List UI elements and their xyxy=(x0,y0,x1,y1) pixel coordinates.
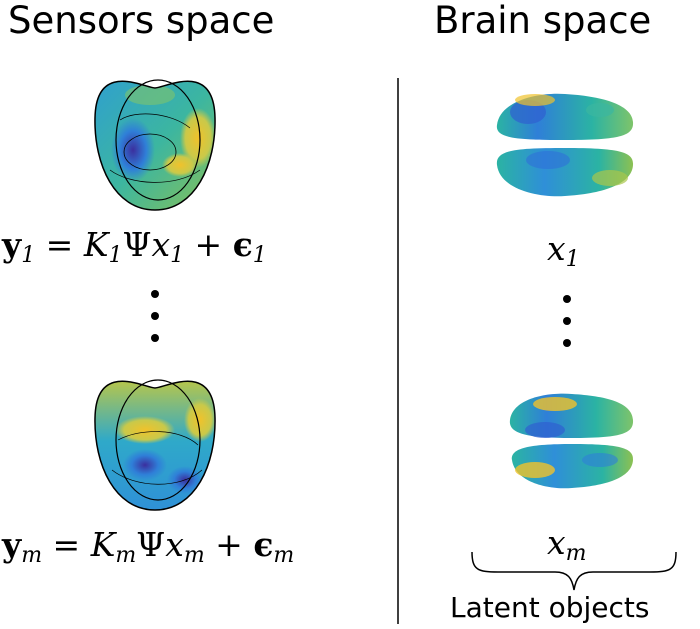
sensor-equation-last: ym = KmΨxm + ϵm xyxy=(2,525,295,568)
brain-label-last: xm xyxy=(547,523,587,566)
scalp-topomap-icon xyxy=(94,79,216,211)
brain-map-icon xyxy=(509,393,634,489)
brain-label-first: x1 xyxy=(547,229,580,272)
latent-objects-caption: Latent objects xyxy=(450,591,650,624)
brain-map-icon xyxy=(496,93,634,197)
scalp-topomap-icon xyxy=(94,379,216,511)
curly-brace-icon xyxy=(471,551,677,591)
vertical-ellipsis-left xyxy=(151,290,159,356)
sensor-equation-first: y1 = K1Ψx1 + ϵ1 xyxy=(2,225,267,268)
brain-space-title: Brain space xyxy=(434,0,652,42)
sensors-space-title: Sensors space xyxy=(8,0,275,42)
vertical-ellipsis-right xyxy=(563,295,571,361)
